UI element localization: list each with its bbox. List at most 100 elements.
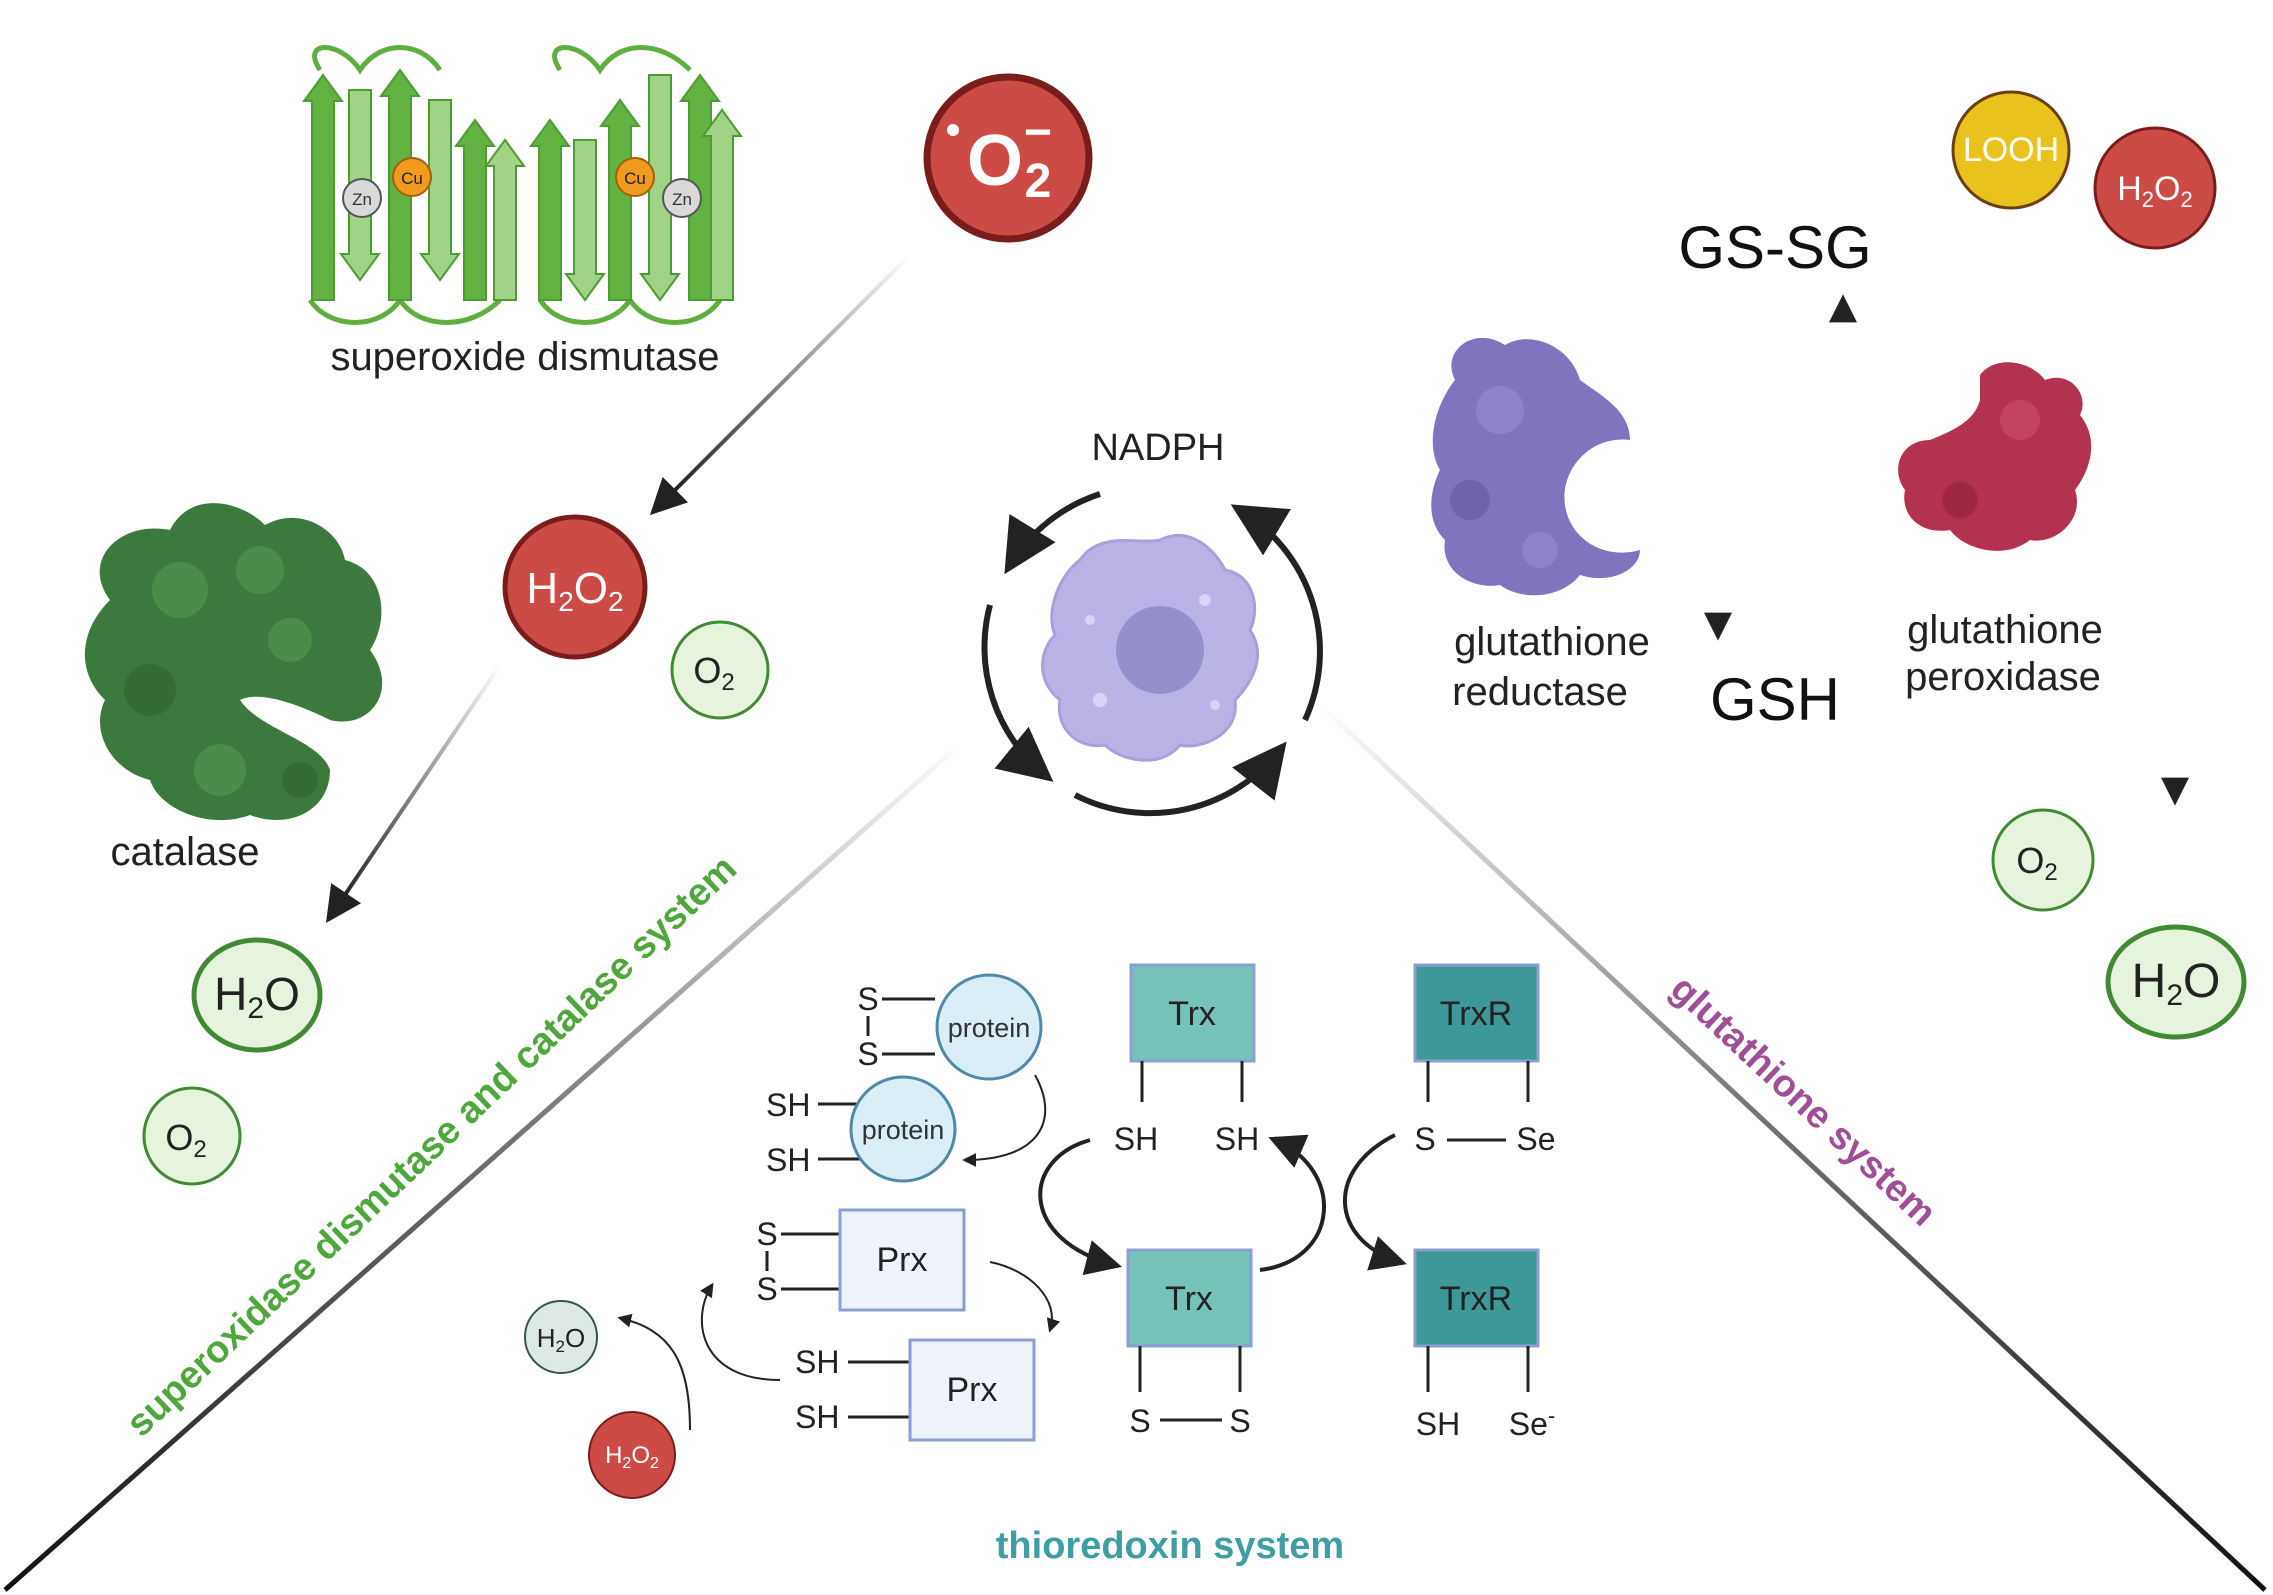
s-label: S	[1414, 1121, 1435, 1157]
beta-strand-arrow	[454, 118, 496, 301]
trx-label: Trx	[1165, 1280, 1213, 1318]
protein-reduced: SH SH protein	[766, 1075, 957, 1183]
catalase-structure	[84, 503, 383, 821]
glutathione-reductase-label-line1: glutathione	[1454, 620, 1650, 664]
se-label: Se	[1516, 1121, 1555, 1157]
sh-label: SH	[766, 1087, 810, 1123]
beta-strand-arrow	[302, 73, 344, 301]
copper-atom-icon	[615, 157, 655, 197]
zinc-label: Zn	[352, 190, 372, 209]
trx-reduced: Trx SH SH	[1114, 963, 1259, 1157]
copper-label: Cu	[401, 169, 423, 188]
se-charge: -	[1548, 1403, 1555, 1428]
sh-label: SH	[1416, 1406, 1460, 1442]
superoxide-sub: 2	[1025, 155, 1052, 208]
svg-text:O: O	[967, 121, 1023, 201]
superoxide-dismutase-label: superoxide dismutase	[330, 335, 719, 379]
h2o-o: O	[2183, 955, 2220, 1008]
svg-text:O2: O2	[693, 650, 734, 696]
trx-box	[1129, 963, 1256, 1063]
h2o2-sub2: 2	[2181, 187, 2193, 212]
protein-icon	[849, 1075, 957, 1183]
sod-h2o2-molecule: H2O2	[502, 514, 648, 660]
h2o2-h: H	[605, 1442, 622, 1469]
trxr-label: TrxR	[1440, 1280, 1512, 1318]
prx-reduced: SH SH Prx	[795, 1338, 1036, 1442]
o2-o: O	[693, 650, 721, 691]
svg-text:Se-: Se-	[1509, 1403, 1555, 1442]
s-label: S	[1129, 1403, 1150, 1439]
h2o-sub: 2	[2166, 979, 2183, 1012]
zinc-label: Zn	[672, 190, 692, 209]
protein-label: protein	[862, 1115, 945, 1145]
catalase-label: catalase	[111, 830, 260, 874]
catalase-h2o-molecule: H2O	[191, 937, 323, 1053]
protein-oxidized: S S protein	[857, 973, 1043, 1081]
glutathione-peroxidase-structure	[1898, 362, 2092, 551]
glutathione-h2o2-molecule: H2O2	[2093, 126, 2217, 250]
beta-strand-arrow	[419, 99, 461, 282]
superoxide-molecule: O 2 −	[923, 73, 1093, 243]
superoxide-charge: −	[1024, 106, 1052, 159]
sh-label: SH	[795, 1344, 839, 1380]
superoxide-dismutase-structure: Zn Cu Cu Zn	[302, 45, 743, 325]
sh-label: SH	[1114, 1121, 1158, 1157]
beta-strand-arrow	[529, 118, 571, 301]
beta-strand-arrow	[484, 138, 526, 301]
h2o2-sub2: 2	[608, 586, 624, 617]
h2o2-sub2: 2	[650, 1455, 659, 1472]
glutathione-reductase-structure	[1431, 337, 1640, 596]
svg-text:O2: O2	[2016, 840, 2057, 886]
prx-oxidized: S S Prx	[756, 1208, 966, 1312]
zinc-atom-icon	[342, 178, 382, 218]
h2o2-o: O	[574, 564, 608, 613]
se-label: Se	[1509, 1406, 1548, 1442]
svg-text:H2O: H2O	[214, 968, 300, 1025]
thioredoxin-h2o2-molecule: H2O2	[588, 1411, 676, 1499]
cycle-arrows	[981, 491, 1323, 817]
left-divider-line	[3, 738, 967, 1592]
h2o-h: H	[537, 1323, 556, 1353]
trxr-box	[1413, 963, 1540, 1063]
trx-box	[1126, 1248, 1253, 1348]
sod-o2-molecule: O2	[670, 620, 770, 720]
trx-reduction-arrow	[1259, 1134, 1326, 1272]
glutathione-system-label: glutathione system	[1662, 968, 1944, 1235]
trxr-box	[1413, 1248, 1540, 1348]
protein-reduction-arrow	[962, 1074, 1047, 1167]
superoxide-o: O	[967, 121, 1023, 201]
catalase-o2-molecule: O2	[142, 1086, 242, 1186]
s-label: S	[756, 1216, 777, 1252]
o2-o: O	[165, 1117, 193, 1158]
trxr-oxidized: TrxR S Se	[1413, 963, 1556, 1157]
h2o2-o: O	[631, 1442, 650, 1469]
h2o2-to-h2o-arrow	[617, 1313, 691, 1431]
svg-text:H2O: H2O	[537, 1323, 585, 1356]
beta-strand-arrow	[599, 98, 641, 301]
h2o2-sub1: 2	[622, 1455, 631, 1472]
beta-strand-arrow	[564, 139, 606, 302]
protein-label: protein	[948, 1013, 1031, 1043]
copper-atom-icon	[392, 157, 432, 197]
h2o-sub: 2	[556, 1337, 565, 1356]
o2-sub: 2	[2044, 859, 2057, 886]
gsh-label: GSH	[1710, 666, 1840, 733]
o2-o: O	[2016, 840, 2044, 881]
prx-label: Prx	[947, 1371, 998, 1409]
zinc-atom-icon	[662, 178, 702, 218]
sh-label: SH	[1215, 1121, 1259, 1157]
o2-sub: 2	[721, 669, 734, 696]
trx-label: Trx	[1168, 995, 1216, 1033]
prx-box	[838, 1208, 966, 1312]
trxr-label: TrxR	[1440, 995, 1512, 1033]
h2o-sub: 2	[247, 992, 264, 1025]
h2o2-h: H	[526, 564, 558, 613]
glutathione-o2-molecule: O2	[1991, 808, 2095, 912]
glutathione-peroxidase-label-line2: peroxidase	[1905, 655, 2101, 699]
s-label: S	[756, 1271, 777, 1307]
h2o2-sub1: 2	[2142, 187, 2154, 212]
gssg-label: GS-SG	[1678, 214, 1871, 281]
trxr-reduced: TrxR SH Se-	[1413, 1248, 1555, 1442]
prx-reduction-arrow	[989, 1261, 1061, 1333]
